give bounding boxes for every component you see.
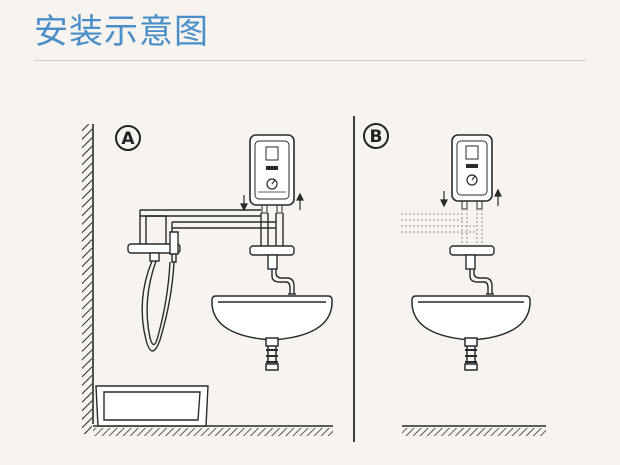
faucet-icon [449,245,495,295]
water-heater-icon [249,134,295,214]
option-b-label: B [370,127,383,147]
faucet-icon [249,245,296,295]
bathtub-icon [95,385,209,427]
panel-a: A [82,124,333,436]
floor-hatch-b [402,425,546,436]
floor-hatch [93,425,333,436]
shower-handset-icon [127,231,181,352]
concealed-pipes [401,209,483,246]
water-heater-icon [451,134,493,210]
option-a-badge: A [115,125,141,151]
sink-basin-icon [211,295,333,371]
option-a-label: A [121,129,135,149]
sink-basin-icon [411,295,531,371]
flow-arrow-icon [240,192,304,212]
heater-pipes [139,209,284,246]
option-b-badge: B [363,123,389,149]
flow-arrow-icon [440,188,502,208]
title-divider [34,60,586,61]
panel-b: B [363,123,546,436]
page-title: 安装示意图 [34,12,209,52]
wall-hatch-icon [82,124,94,434]
